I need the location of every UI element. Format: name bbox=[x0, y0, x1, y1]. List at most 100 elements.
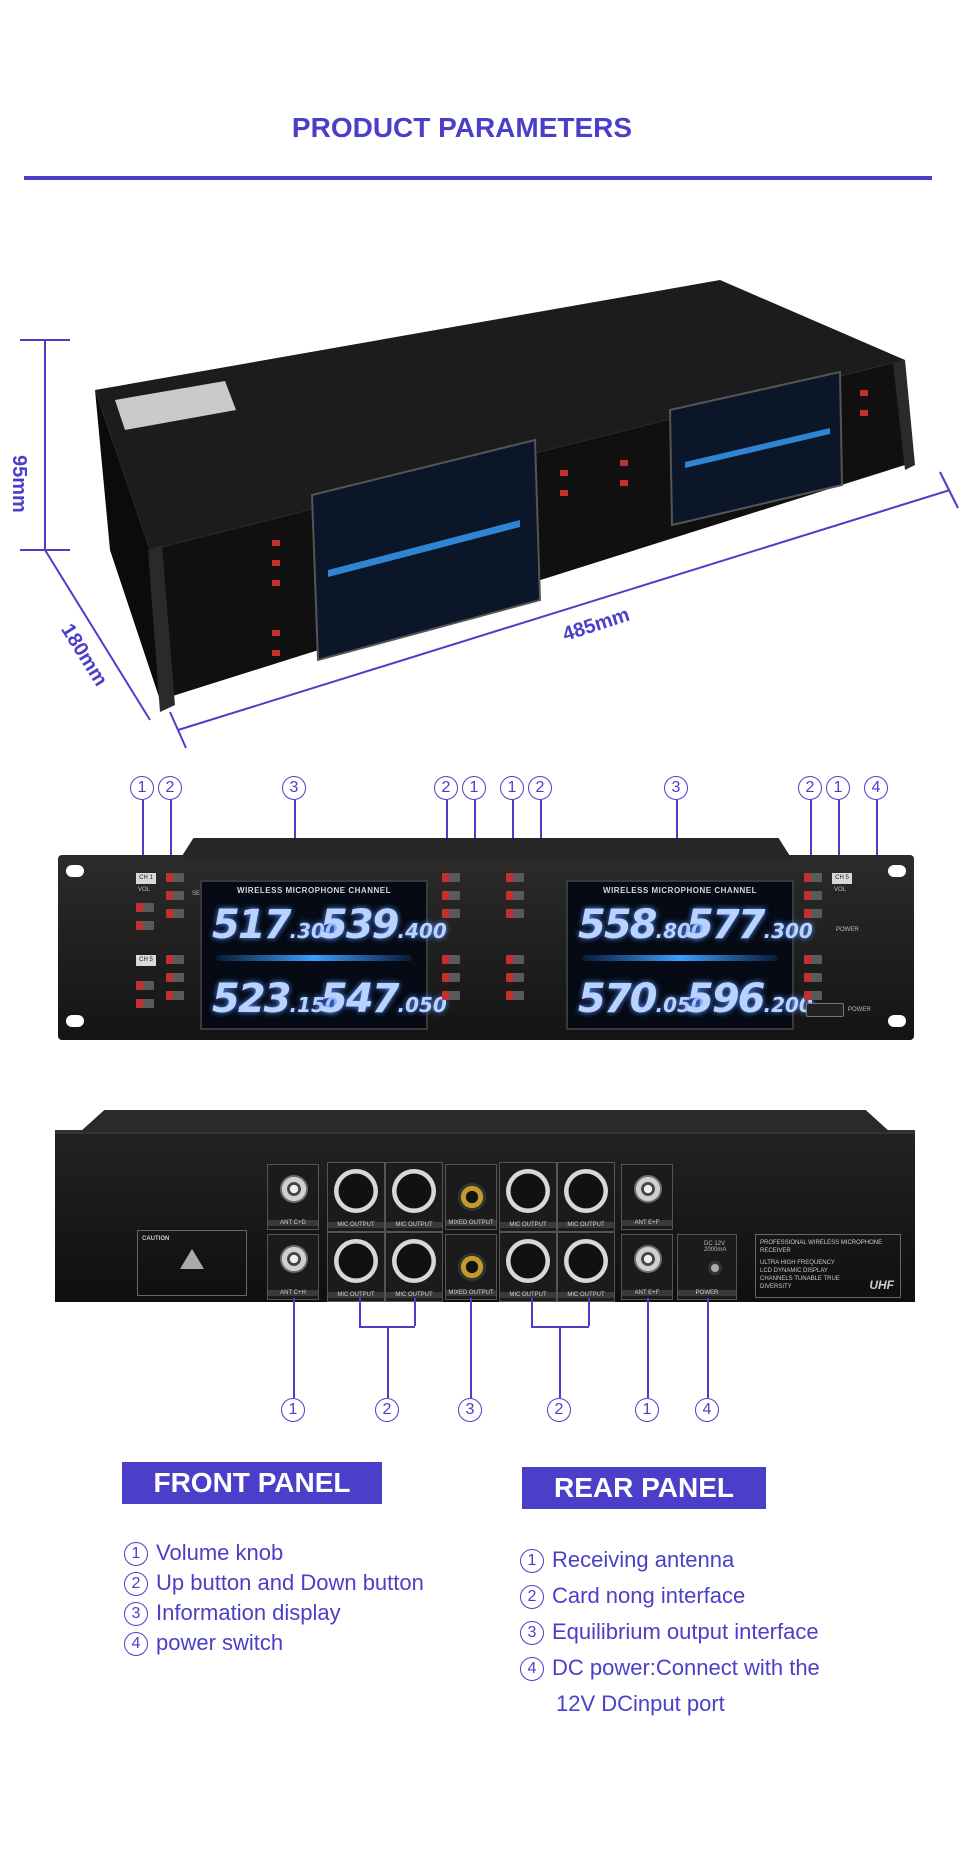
dc-spec-label: DC 12V 2000mA bbox=[704, 1241, 727, 1253]
xlr-output-port[interactable]: MIC OUTPUT bbox=[385, 1232, 443, 1302]
xlr-connector-icon bbox=[392, 1169, 436, 1213]
down-button[interactable] bbox=[166, 909, 184, 918]
dc-jack-icon bbox=[708, 1261, 722, 1275]
up-button[interactable] bbox=[506, 873, 524, 882]
xlr-output-port[interactable]: MIC OUTPUT bbox=[499, 1232, 557, 1302]
button-column bbox=[136, 903, 158, 939]
info-lines: ULTRA HIGH FREQUENCY LCD DYNAMIC DISPLAY… bbox=[760, 1260, 840, 1290]
bnc-connector-icon bbox=[634, 1175, 662, 1203]
down-button[interactable] bbox=[442, 909, 460, 918]
up-button[interactable] bbox=[442, 955, 460, 964]
rear-panel-title: REAR PANEL bbox=[522, 1467, 766, 1509]
title-divider bbox=[24, 176, 932, 180]
frequency-readout: 577.300 bbox=[686, 902, 813, 948]
xlr-output-port[interactable]: MIC OUTPUT bbox=[385, 1162, 443, 1232]
jack-connector-icon bbox=[458, 1183, 486, 1211]
isometric-product-image bbox=[20, 280, 959, 749]
rear-panel-image: CAUTION ANT C+D ANT C+H MIC OUTPUT MIC O… bbox=[55, 1130, 915, 1302]
down-button[interactable] bbox=[166, 991, 184, 1000]
bnc-connector-icon bbox=[280, 1175, 308, 1203]
leader-line bbox=[559, 1326, 561, 1398]
front-callout-1a: 1 bbox=[130, 776, 154, 800]
front-callout-1c: 1 bbox=[500, 776, 524, 800]
channel-label: CH 1 bbox=[136, 873, 156, 884]
leader-line bbox=[707, 1298, 709, 1398]
set-button[interactable] bbox=[804, 891, 822, 900]
xlr-connector-icon bbox=[334, 1239, 378, 1283]
antenna-port[interactable]: ANT C+H bbox=[267, 1234, 319, 1300]
down-button[interactable] bbox=[442, 991, 460, 1000]
front-callout-2b: 2 bbox=[434, 776, 458, 800]
channel-label: CH 5 bbox=[136, 955, 156, 966]
up-button[interactable] bbox=[166, 955, 184, 964]
down-button[interactable] bbox=[804, 909, 822, 918]
down-button[interactable] bbox=[506, 991, 524, 1000]
lcd-heading: WIRELESS MICROPHONE CHANNEL bbox=[603, 886, 757, 895]
mixed-output-jack[interactable]: MIXED OUTPUT bbox=[445, 1164, 497, 1230]
volume-down-button[interactable] bbox=[136, 999, 154, 1008]
xlr-connector-icon bbox=[334, 1169, 378, 1213]
leader-line bbox=[810, 800, 812, 895]
button-column bbox=[506, 955, 528, 1009]
leader-line bbox=[838, 800, 840, 900]
dc-power-port[interactable]: DC 12V 2000mA POWER bbox=[677, 1234, 737, 1300]
jack-connector-icon bbox=[458, 1253, 486, 1281]
xlr-output-port[interactable]: MIC OUTPUT bbox=[499, 1162, 557, 1232]
leader-line bbox=[414, 1298, 416, 1326]
set-button[interactable] bbox=[804, 973, 822, 982]
lcd-display-right: WIRELESS MICROPHONE CHANNEL 558.800 577.… bbox=[566, 880, 813, 1030]
up-button[interactable] bbox=[506, 955, 524, 964]
set-button[interactable] bbox=[442, 891, 460, 900]
xlr-output-port[interactable]: MIC OUTPUT bbox=[327, 1232, 385, 1302]
volume-down-button[interactable] bbox=[136, 921, 154, 930]
front-callout-4: 4 bbox=[864, 776, 888, 800]
frequency-readout: 523.150 bbox=[212, 976, 339, 1022]
mixed-output-jack[interactable]: MIXED OUTPUT bbox=[445, 1234, 497, 1300]
button-column bbox=[442, 955, 464, 1009]
frequency-readout: 596.200 bbox=[686, 976, 813, 1022]
xlr-output-port[interactable]: MIC OUTPUT bbox=[557, 1162, 615, 1232]
set-button[interactable] bbox=[166, 891, 184, 900]
down-button[interactable] bbox=[506, 909, 524, 918]
frequency-readout: 547.050 bbox=[320, 976, 447, 1022]
front-callout-2d: 2 bbox=[798, 776, 822, 800]
up-button[interactable] bbox=[166, 873, 184, 882]
front-callout-3b: 3 bbox=[664, 776, 688, 800]
set-button[interactable] bbox=[506, 973, 524, 982]
rear-callout-1a: 1 bbox=[281, 1398, 305, 1422]
antenna-port[interactable]: ANT C+D bbox=[267, 1164, 319, 1230]
frequency-readout: 570.050 bbox=[578, 976, 705, 1022]
set-button[interactable] bbox=[166, 973, 184, 982]
xlr-connector-icon bbox=[506, 1169, 550, 1213]
set-button[interactable] bbox=[442, 973, 460, 982]
xlr-connector-icon bbox=[564, 1169, 608, 1213]
front-callout-3a: 3 bbox=[282, 776, 306, 800]
set-button[interactable] bbox=[506, 891, 524, 900]
leader-line bbox=[647, 1298, 649, 1398]
antenna-port[interactable]: ANT E+F bbox=[621, 1164, 673, 1230]
xlr-output-port[interactable]: MIC OUTPUT bbox=[327, 1162, 385, 1232]
up-button[interactable] bbox=[804, 873, 822, 882]
power-switch[interactable] bbox=[806, 1003, 844, 1017]
volume-up-button[interactable] bbox=[136, 981, 154, 990]
down-button[interactable] bbox=[804, 991, 822, 1000]
volume-up-button[interactable] bbox=[136, 903, 154, 912]
product-info-plate: PROFESSIONAL WIRELESS MICROPHONE RECEIVE… bbox=[755, 1234, 901, 1298]
bnc-connector-icon bbox=[634, 1245, 662, 1273]
rack-ear-hole bbox=[888, 865, 906, 877]
frequency-readout: 539.400 bbox=[320, 902, 447, 948]
front-callout-2c: 2 bbox=[528, 776, 552, 800]
front-callout-1d: 1 bbox=[826, 776, 850, 800]
xlr-output-port[interactable]: MIC OUTPUT bbox=[557, 1232, 615, 1302]
xlr-connector-icon bbox=[392, 1239, 436, 1283]
up-button[interactable] bbox=[804, 955, 822, 964]
up-button[interactable] bbox=[442, 873, 460, 882]
warning-triangle-icon bbox=[180, 1249, 204, 1269]
xlr-connector-icon bbox=[506, 1239, 550, 1283]
antenna-port[interactable]: ANT E+F bbox=[621, 1234, 673, 1300]
